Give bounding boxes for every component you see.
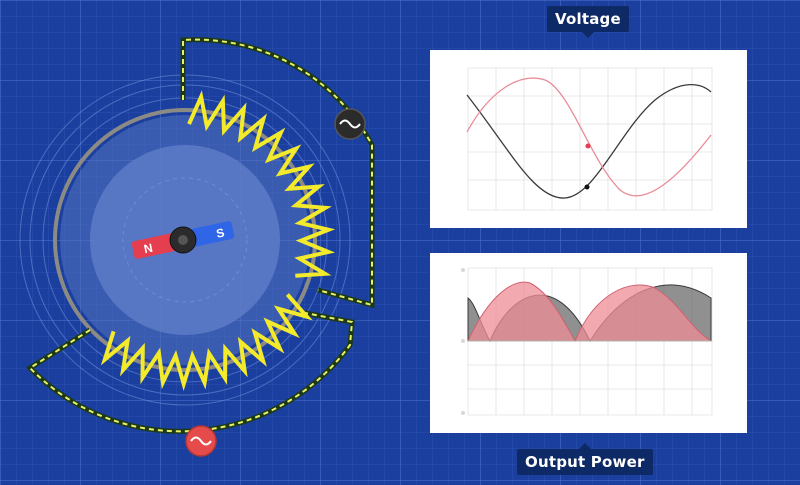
ac-source-upper (334, 108, 366, 140)
voltage-label: Voltage (547, 6, 629, 38)
ac-source-lower (185, 425, 217, 457)
output-power-graph (430, 253, 747, 433)
stator-coils (100, 90, 336, 392)
lower-coil (100, 293, 313, 392)
voltage-wave-black (466, 83, 712, 199)
magnet-north-label: N (143, 241, 154, 256)
voltage-grid (467, 67, 713, 211)
voltage-wave-red (466, 77, 712, 197)
upper-coil (187, 90, 336, 278)
voltage-marker-black (584, 184, 590, 190)
rotor-axle (169, 226, 197, 254)
ac-wave-icon (190, 436, 212, 446)
ac-wave-icon (339, 119, 361, 129)
voltage-graph (430, 50, 747, 228)
magnet-south-label: S (215, 225, 226, 240)
voltage-marker-red (585, 143, 591, 149)
output-power-label: Output Power (517, 443, 653, 475)
stator-ring (53, 108, 317, 372)
upper-coil-wire (180, 37, 375, 309)
